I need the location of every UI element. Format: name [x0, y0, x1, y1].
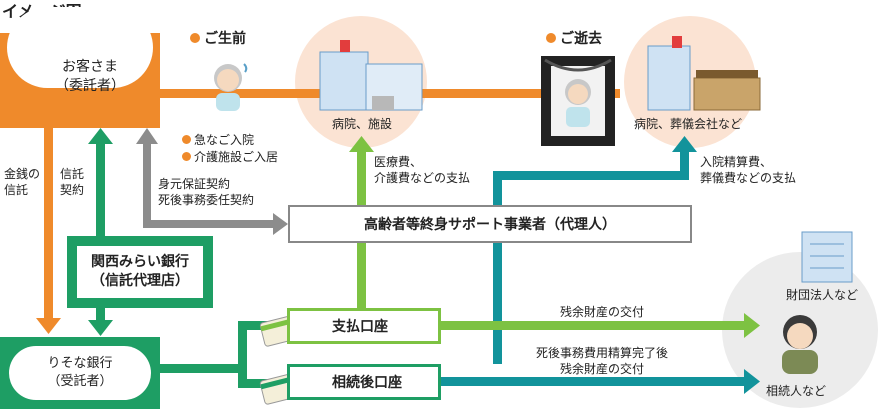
medical-payment-arrow: [349, 136, 374, 152]
residual-delivery-arrow: [744, 313, 760, 338]
event-hospitalization: 急なご入院: [182, 132, 254, 148]
customer-label: お客さま （委託者）: [55, 58, 125, 96]
money-trust-label: 金銭の信託: [4, 167, 41, 197]
guarantee-arrow-right: [273, 213, 288, 235]
resona-bank-label: りそな銀行（受託者）: [9, 346, 151, 400]
customer-inner: [7, 7, 153, 88]
trust-contract-arrow-up: [88, 128, 113, 144]
stage-deceased: ご逝去: [546, 30, 602, 48]
trust-contract-label: 信託契約: [60, 167, 85, 197]
after-settlement-label: 死後事務費用精算完了後残余財産の交付: [536, 346, 669, 376]
elderly-person-icon: [214, 63, 248, 111]
agent-box: 高齢者等終身サポート事業者（代理人）: [288, 205, 692, 243]
hospital-funeral-building-icon: [647, 36, 761, 111]
inheritance-account-box: 相続後口座: [287, 364, 441, 400]
hospital-building-icon: [319, 40, 423, 111]
residual-delivery-label: 残余財産の交付: [560, 305, 645, 319]
trust-contract-arrow-down: [88, 320, 113, 336]
hospital-funeral-label: 病院、葬儀会社など: [634, 117, 743, 131]
heirs-label: 相続人など: [766, 384, 827, 398]
hospital-settlement-label: 入院精算費、葬儀費などの支払: [700, 155, 797, 185]
customer-label-line2: （委託者）: [55, 78, 125, 94]
event-care-facility: 介護施設ご入居: [182, 149, 278, 165]
foundation-building-icon: [801, 231, 853, 283]
money-trust-arrow: [36, 318, 61, 334]
kansai-bank-label: 関西みらい銀行（信託代理店）: [77, 246, 203, 298]
guarantee-arrow-up: [136, 128, 158, 144]
customer-label-line1: お客さま: [62, 59, 118, 75]
hospital-label: 病院、施設: [332, 117, 393, 131]
payment-account-box: 支払口座: [287, 308, 441, 344]
medical-payment-label: 医療費、介護費などの支払: [374, 155, 471, 185]
after-settlement-arrow: [744, 369, 760, 394]
stage-alive: ご生前: [190, 30, 246, 48]
heir-person-icon: [782, 315, 818, 374]
guarantee-contract-label: 身元保証契約死後事務委任契約: [158, 177, 255, 207]
memorial-portrait-icon: [541, 56, 615, 146]
foundation-label: 財団法人など: [786, 288, 859, 302]
hospital-settlement-arrow: [672, 136, 697, 152]
